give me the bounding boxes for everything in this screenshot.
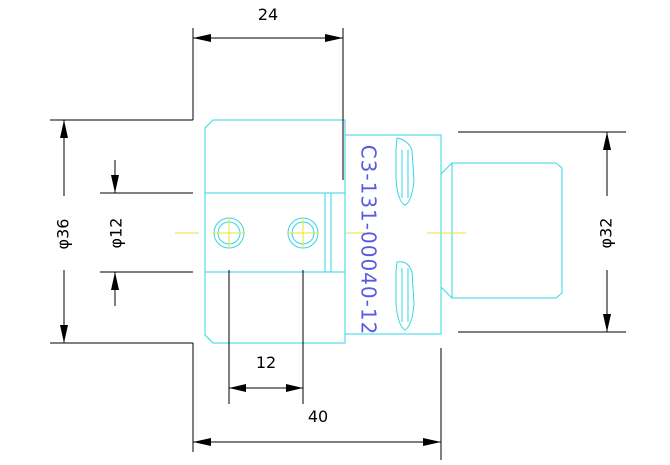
part-number-label: C3-131-00040-12 [357, 145, 381, 336]
dim-bore-diameter: φ12 [100, 160, 193, 306]
dim-left-diameter: φ36 [50, 119, 193, 344]
dim-top-length: 24 [192, 5, 344, 180]
dim-overall-length-label: 40 [308, 407, 328, 426]
centerlines [175, 218, 466, 248]
dim-overall-length: 40 [192, 343, 442, 460]
bore-step [324, 192, 332, 273]
part-outline [204, 119, 563, 344]
left-body [204, 119, 346, 344]
dim-bore-diameter-label: φ12 [107, 218, 126, 249]
dim-left-diameter-label: φ36 [54, 219, 73, 250]
slot-bottom [395, 261, 415, 331]
dim-hole-spacing: 12 [228, 270, 304, 404]
dim-hole-spacing-label: 12 [256, 353, 276, 372]
dim-right-diameter: φ32 [458, 131, 626, 333]
dim-right-diameter-label: φ32 [597, 218, 616, 249]
slot-top [395, 137, 415, 206]
right-shank [440, 162, 563, 299]
dim-top-length-label: 24 [258, 5, 278, 24]
